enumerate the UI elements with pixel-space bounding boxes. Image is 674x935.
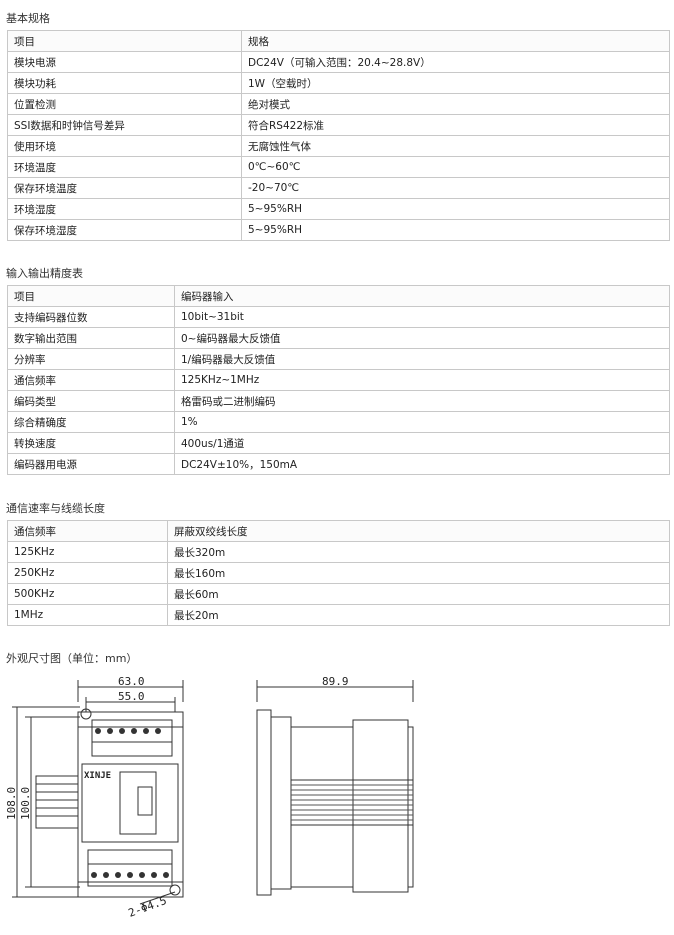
row-label: 模块功耗	[7, 72, 242, 94]
row-value: 1/编码器最大反馈值	[174, 348, 670, 370]
row-label: 分辨率	[7, 348, 175, 370]
row-value: 符合RS422标准	[241, 114, 670, 136]
terminal-screws	[91, 728, 169, 878]
row-label: 转换速度	[7, 432, 175, 454]
front-view	[12, 680, 184, 898]
dim-depth: 89.9	[322, 675, 349, 688]
row-value: 5~95%RH	[241, 198, 670, 220]
row-label: 500KHz	[7, 583, 168, 605]
table-row: 保存环境温度-20~70℃	[7, 177, 670, 199]
row-label: 综合精确度	[7, 411, 175, 433]
dim-height-inner: 100.0	[19, 787, 32, 820]
row-value: 绝对模式	[241, 93, 670, 115]
basic-specs-title: 基本规格	[6, 12, 50, 25]
column-header: 通信频率	[7, 520, 168, 542]
dim-hole: 2-Φ4.5	[127, 894, 169, 920]
side-view	[256, 680, 414, 896]
row-label: 125KHz	[7, 541, 168, 563]
column-header: 屏蔽双绞线长度	[167, 520, 670, 542]
row-label: 支持编码器位数	[7, 306, 175, 328]
drawing-title: 外观尺寸图（单位：mm）	[6, 652, 138, 665]
dim-width-outer: 63.0	[118, 675, 145, 688]
row-value: 最长160m	[167, 562, 670, 584]
row-label: 环境温度	[7, 156, 242, 178]
row-label: 模块电源	[7, 51, 242, 73]
table-header-row: 项目规格	[7, 30, 670, 52]
row-label: 数字输出范围	[7, 327, 175, 349]
row-label: 250KHz	[7, 562, 168, 584]
row-value: 最长60m	[167, 583, 670, 605]
row-label: 环境湿度	[7, 198, 242, 220]
dimension-drawing: 63.0 55.0 108.0 100.0 XINJE 2-Φ4.5 89.9	[5, 675, 414, 920]
row-value: 1%	[174, 411, 670, 433]
row-value: 0℃~60℃	[241, 156, 670, 178]
brand-logo: XINJE	[84, 771, 111, 781]
row-value: 最长320m	[167, 541, 670, 563]
column-header: 项目	[7, 285, 175, 307]
row-label: 1MHz	[7, 604, 168, 626]
row-label: 保存环境温度	[7, 177, 242, 199]
row-value: 10bit~31bit	[174, 306, 670, 328]
row-label: 位置检测	[7, 93, 242, 115]
dim-width-inner: 55.0	[118, 690, 145, 703]
row-value: 0~编码器最大反馈值	[174, 327, 670, 349]
dim-height-outer: 108.0	[5, 787, 18, 820]
row-label: 保存环境湿度	[7, 219, 242, 241]
table-row: 编码类型格雷码或二进制编码	[7, 390, 670, 412]
comm-speed-title: 通信速率与线缆长度	[6, 502, 105, 515]
row-label: 编码类型	[7, 390, 175, 412]
row-value: 无腐蚀性气体	[241, 135, 670, 157]
table-header-row: 项目编码器输入	[7, 285, 670, 307]
row-value: 格雷码或二进制编码	[174, 390, 670, 412]
table-row: 使用环境无腐蚀性气体	[7, 135, 670, 157]
row-value: 125KHz~1MHz	[174, 369, 670, 391]
column-header: 编码器输入	[174, 285, 670, 307]
row-label: 使用环境	[7, 135, 242, 157]
row-value: 5~95%RH	[241, 219, 670, 241]
column-header: 项目	[7, 30, 242, 52]
row-value: 最长20m	[167, 604, 670, 626]
row-value: DC24V（可输入范围：20.4~28.8V）	[241, 51, 670, 73]
table-header-row: 通信频率屏蔽双绞线长度	[7, 520, 670, 542]
table-row: SSI数据和时钟信号差异符合RS422标准	[7, 114, 670, 136]
side-ribs	[291, 784, 413, 821]
row-value: 400us/1通道	[174, 432, 670, 454]
row-value: -20~70℃	[241, 177, 670, 199]
table-row: 位置检测绝对模式	[7, 93, 670, 115]
io-accuracy-title: 输入输出精度表	[6, 267, 83, 280]
column-header: 规格	[241, 30, 670, 52]
row-label: SSI数据和时钟信号差异	[7, 114, 242, 136]
row-label: 编码器用电源	[7, 453, 175, 475]
row-value: 1W（空载时）	[241, 72, 670, 94]
row-value: DC24V±10%，150mA	[174, 453, 670, 475]
row-label: 通信频率	[7, 369, 175, 391]
